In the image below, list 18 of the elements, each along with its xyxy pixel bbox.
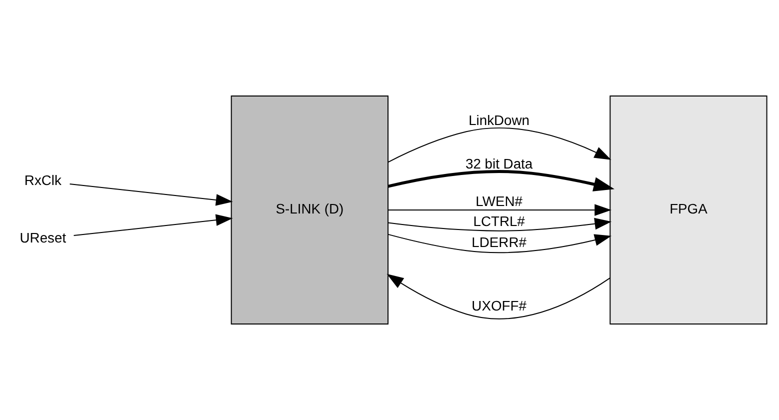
arrow — [386, 274, 611, 320]
node-text: RxClk — [24, 172, 62, 188]
arrow — [388, 204, 612, 216]
edge-label: UXOFF# — [472, 297, 526, 314]
arrow — [69, 184, 233, 206]
node-box: S-LINK (D) — [230, 95, 388, 325]
node-box: FPGA — [610, 95, 768, 325]
arrow — [388, 234, 612, 254]
node-text: UReset — [20, 229, 66, 246]
arrow — [388, 128, 612, 163]
arrow — [388, 170, 614, 192]
edge-label: LinkDown — [468, 112, 530, 128]
edge-label: LWEN# — [476, 193, 522, 210]
edge-label: 32 bit Data — [466, 156, 533, 172]
edge-label: LDERR# — [472, 234, 526, 250]
edge-label: LCTRL# — [473, 213, 525, 230]
arrow — [73, 214, 233, 236]
arrow — [388, 218, 612, 232]
